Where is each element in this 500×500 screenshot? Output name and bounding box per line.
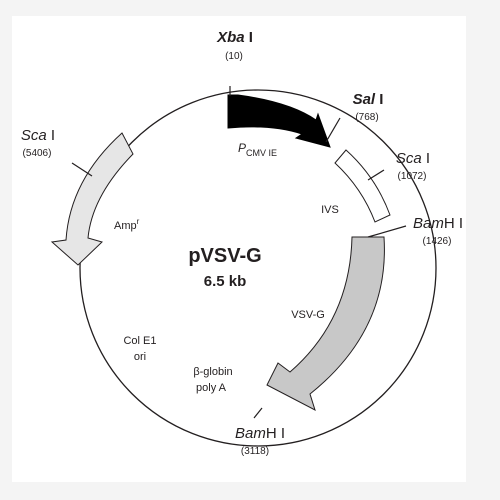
feature-ori-label: ori — [134, 351, 146, 363]
plasmid-size: 6.5 kb — [204, 273, 247, 290]
site-bamhi-3118-label: BamH I — [235, 425, 285, 442]
site-xbai-position: (10) — [225, 51, 243, 62]
feature-betaglobin-label: β-globin — [193, 366, 232, 378]
vsv-g-arrow — [266, 236, 385, 411]
feature-polya-label: poly A — [196, 382, 227, 394]
site-scai-5406-position: (5406) — [23, 148, 52, 159]
site-scai-1072-position: (1072) — [398, 171, 427, 182]
site-bamhi-1426-label: BamH I — [413, 215, 463, 232]
feature-ivs-label: IVS — [321, 204, 339, 216]
amp-resistance-arrow — [50, 132, 134, 266]
site-xbai-label: Xba I — [216, 29, 253, 46]
site-bamhi-3118-position: (3118) — [241, 446, 269, 457]
backbone-circle — [79, 89, 437, 447]
site-sali-position: (768) — [355, 112, 378, 123]
feature-cole1-label: Col E1 — [123, 335, 156, 347]
site-bamhi-1426-position: (1426) — [423, 236, 452, 247]
site-sali-label: Sal I — [353, 91, 384, 108]
feature-promoter-label: PCMV IE — [238, 141, 277, 158]
scai-5406-tick — [71, 162, 93, 177]
plasmid-title: pVSV-G — [188, 245, 261, 267]
cmv-promoter-arrow — [227, 94, 331, 148]
feature-vsvg-label: VSV-G — [291, 309, 325, 321]
site-scai-1072-label: Sca I — [396, 150, 430, 167]
sali-tick — [325, 117, 341, 143]
bamhi-3118-tick — [253, 407, 263, 419]
ivs-segment — [334, 149, 391, 223]
feature-amp-label: Ampr — [114, 217, 140, 232]
scai-1072-tick — [367, 169, 385, 181]
site-scai-5406-label: Sca I — [21, 127, 55, 144]
bamhi-1426-tick — [367, 225, 407, 238]
